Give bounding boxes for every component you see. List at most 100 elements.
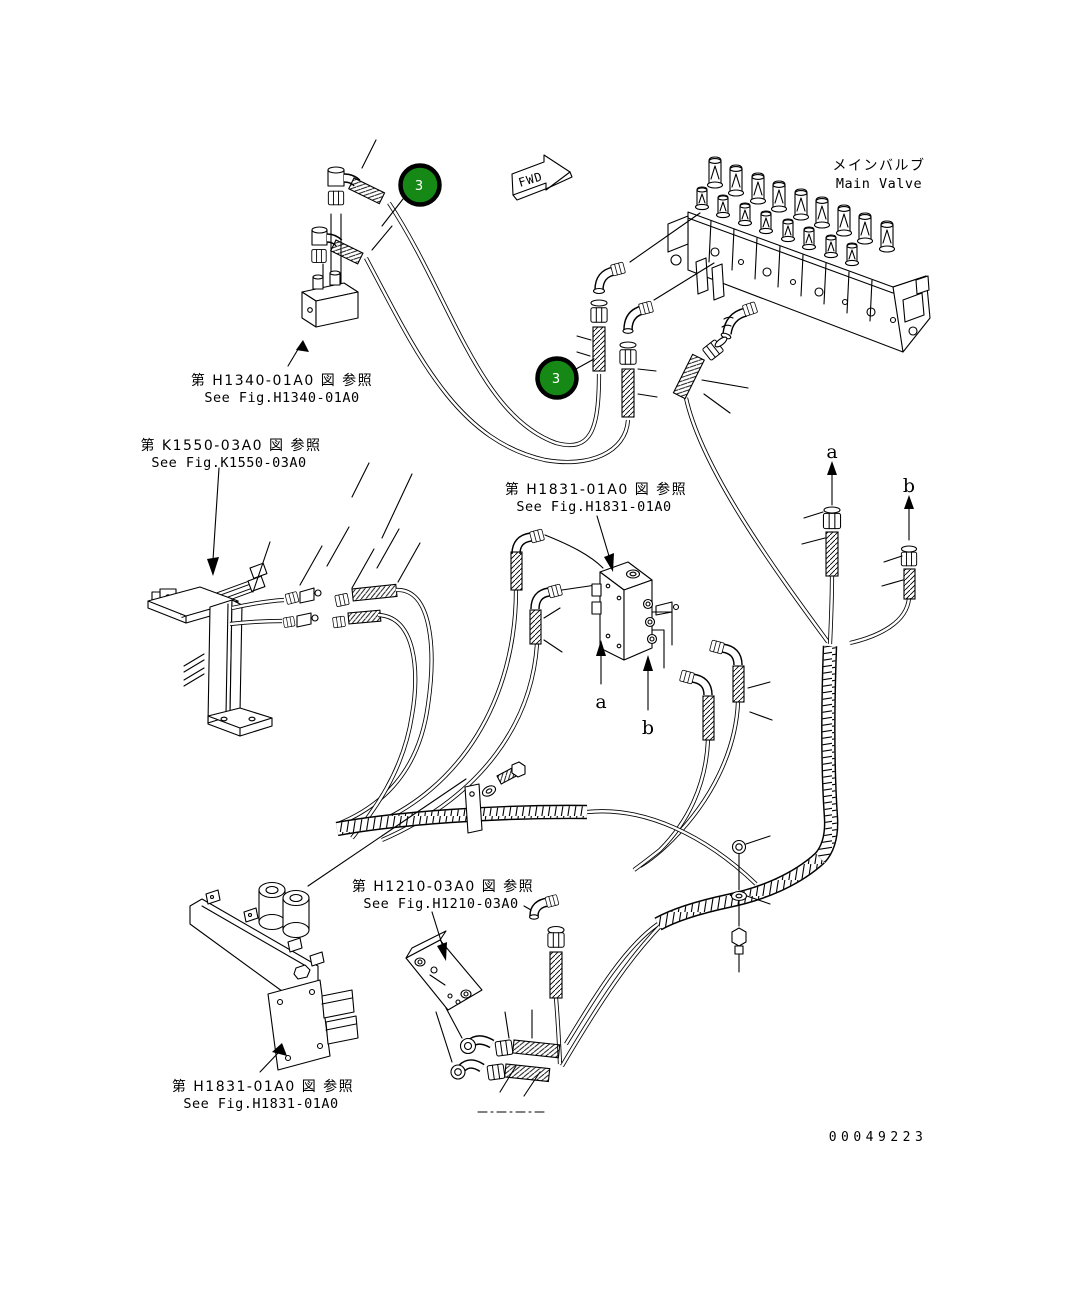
clamp-strap	[464, 783, 483, 834]
tube-fitting	[247, 575, 266, 592]
main-valve	[667, 156, 931, 353]
ref-h1340: 第 H1340-01A0 図 参照 See Fig.H1340-01A0	[191, 372, 373, 406]
hose-end-hatched	[347, 609, 382, 625]
valve-cap	[813, 196, 831, 229]
valve-under-tab	[695, 257, 709, 295]
balloon-2[interactable]: 3	[535, 356, 595, 400]
spiral-hoses	[335, 645, 839, 1068]
balloon-1[interactable]: 3	[381, 163, 442, 227]
nut	[547, 932, 565, 948]
ref-h1340-en: See Fig.H1340-01A0	[204, 390, 359, 406]
center-fittings	[576, 212, 759, 418]
valve-right-end	[902, 292, 925, 323]
hose-end-hatched	[512, 1039, 561, 1059]
elbow-port	[459, 1037, 477, 1055]
nut	[334, 592, 350, 608]
ref-h1831b-jp: 第 H1831-01A0 図 参照	[172, 1078, 354, 1095]
hose-end-hatched	[348, 177, 386, 205]
ref-h1831-jp: 第 H1831-01A0 図 参照	[505, 481, 687, 498]
fwd-arrow: FWD	[511, 154, 573, 201]
valve-cap	[758, 210, 774, 235]
valve-cap	[737, 202, 753, 227]
callout-leader	[259, 1051, 280, 1073]
callout-arrowhead	[207, 557, 219, 576]
hex-nut	[293, 964, 311, 980]
callout-leader	[212, 467, 220, 561]
hose-end-hatched	[504, 1063, 551, 1083]
balloon-number: 3	[415, 179, 423, 194]
nut	[332, 615, 346, 629]
plate-pad	[267, 979, 331, 1071]
hose-end-hatched	[549, 951, 563, 999]
valve-cap	[801, 226, 817, 251]
k1550-assembly	[147, 462, 434, 840]
balloon-number: 3	[552, 372, 560, 387]
nut	[709, 639, 725, 655]
mid-clamp-group	[307, 761, 526, 887]
hose-end-hatched	[351, 583, 398, 602]
nut	[610, 261, 626, 277]
hose-end-hatched	[510, 551, 523, 591]
hose-end-hatched	[702, 695, 715, 741]
valve-cap	[706, 156, 724, 189]
nut	[679, 669, 695, 685]
nut	[900, 551, 918, 567]
ref-h1210-en: See Fig.H1210-03A0	[363, 896, 518, 912]
ref-h1831b-en: See Fig.H1831-01A0	[183, 1096, 338, 1112]
nut	[327, 190, 345, 206]
nut	[544, 894, 560, 908]
balloon-circle[interactable]	[535, 356, 579, 400]
flow-b-label: b	[642, 717, 654, 739]
bolt-head-bottom	[731, 927, 747, 947]
nut	[547, 583, 563, 599]
right-ab-hoses: a b	[801, 441, 918, 646]
valve-cap	[878, 220, 896, 253]
balloon-circle[interactable]	[398, 163, 442, 207]
clamp-leader	[307, 778, 467, 887]
hose-end-hatched	[825, 531, 839, 577]
hose-end-hatched	[592, 326, 606, 372]
nut	[529, 528, 545, 544]
manifold-left-port	[591, 601, 602, 615]
valve-cap	[770, 180, 788, 213]
ref-h1831-en: See Fig.H1831-01A0	[516, 499, 671, 515]
l-plate-h1831	[189, 881, 359, 1073]
h1210-assembly	[405, 894, 565, 1113]
hose-end-hatched	[672, 353, 706, 400]
ref-k1550: 第 K1550-03A0 図 参照 See Fig.K1550-03A0	[140, 437, 320, 471]
valve-cap	[727, 164, 745, 197]
callout-arrowhead	[296, 340, 309, 352]
ref-k1550-en: See Fig.K1550-03A0	[151, 455, 306, 471]
hose-end-hatched	[330, 239, 364, 265]
doc-number: 00049223	[829, 1130, 928, 1145]
right-bolt-group	[730, 835, 771, 973]
plate-boss	[309, 951, 325, 967]
hose-a-label: a	[826, 441, 837, 463]
ref-h1831: 第 H1831-01A0 図 参照 See Fig.H1831-01A0	[505, 481, 687, 515]
main-valve-label-jp: メインバルブ	[833, 157, 926, 174]
valve-cap	[780, 218, 796, 243]
callout-arrowhead	[604, 553, 614, 572]
callout-arrowhead	[272, 1043, 287, 1056]
plate-tab	[321, 989, 355, 1019]
nut	[284, 591, 300, 605]
ref-h1831-bottom: 第 H1831-01A0 図 参照 See Fig.H1831-01A0	[172, 1078, 354, 1112]
valve-cap	[749, 172, 767, 205]
washer	[730, 890, 748, 902]
callout-leader	[596, 515, 610, 557]
ref-h1340-jp: 第 H1340-01A0 図 参照	[191, 372, 373, 389]
fwd-arrow-outline	[511, 154, 571, 196]
manifold-h1831: a b	[369, 515, 773, 872]
nut	[486, 1063, 506, 1081]
valve-cap	[844, 242, 860, 267]
valve-cap	[856, 212, 874, 245]
washer	[481, 785, 497, 797]
valve-under-tab	[711, 263, 725, 301]
fwd-label: FWD	[517, 169, 545, 190]
manifold-left-port	[591, 583, 602, 597]
nut	[619, 349, 637, 365]
main-valve-label-en: Main Valve	[836, 176, 922, 192]
hose-end-hatched	[529, 609, 542, 645]
